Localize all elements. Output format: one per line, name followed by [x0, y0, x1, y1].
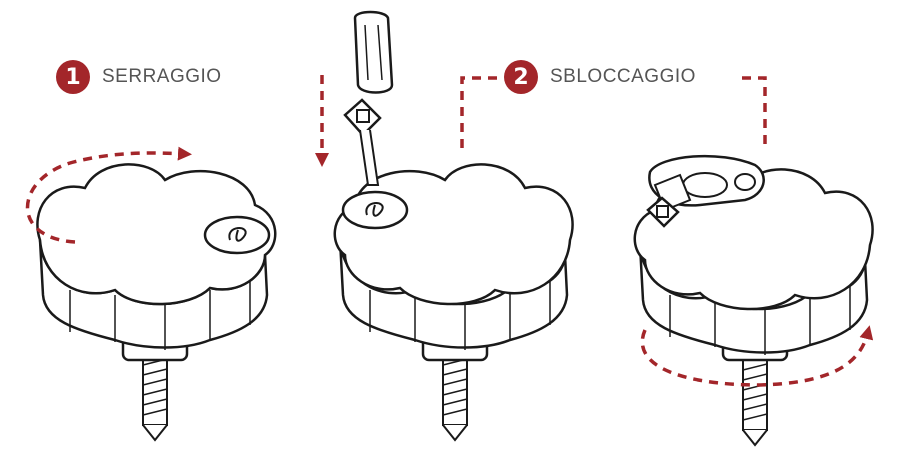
rotation-arrow-icon [25, 146, 192, 244]
lock-cap-icon [341, 190, 409, 230]
knob-2 [333, 163, 574, 442]
knob-3 [633, 168, 874, 447]
lock-cap-icon [203, 215, 271, 255]
key-icon [343, 10, 394, 186]
key-inserted-icon [646, 154, 765, 228]
step-2-label: 2 SBLOCCAGGIO [498, 60, 702, 94]
step-2-bracket [460, 76, 767, 148]
rotation-arrow-icon [640, 325, 874, 387]
step-2-text: SBLOCCAGGIO [550, 66, 696, 87]
step-1-text: SERRAGGIO [102, 66, 222, 87]
step-1-number: 1 [56, 60, 90, 94]
step-1-label: 1 SERRAGGIO [56, 60, 222, 94]
knob-1 [36, 163, 277, 442]
step-2-number: 2 [504, 60, 538, 94]
